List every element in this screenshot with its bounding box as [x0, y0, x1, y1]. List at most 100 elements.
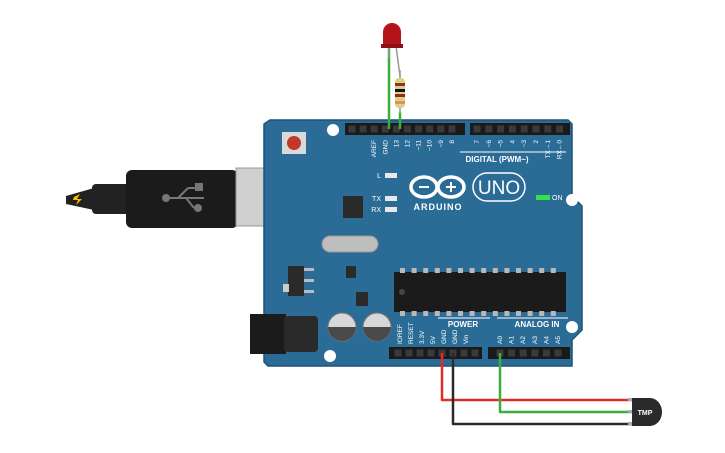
- resistor-band: [395, 101, 405, 104]
- pin-socket[interactable]: [532, 125, 540, 133]
- atmega-chip: [394, 272, 566, 312]
- chip-leg: [469, 311, 475, 316]
- wire-a0-to-sensor[interactable]: [498, 353, 633, 414]
- led-rx: [385, 207, 397, 212]
- wire-5v-to-sensor[interactable]: [440, 353, 633, 402]
- pin-socket[interactable]: [497, 125, 505, 133]
- led-l: [385, 173, 397, 178]
- pin-socket[interactable]: [415, 125, 423, 133]
- pin-label: A1: [509, 336, 516, 344]
- chip-leg: [550, 268, 556, 273]
- chip-leg: [504, 268, 510, 273]
- pin-label: 2: [533, 140, 540, 144]
- pin-socket[interactable]: [426, 125, 434, 133]
- crystal-oscillator: [321, 235, 379, 253]
- chip-leg: [527, 268, 533, 273]
- pin-socket[interactable]: [427, 349, 435, 357]
- chip-leg: [504, 311, 510, 316]
- pin-label: RX←0: [557, 140, 564, 160]
- mount-hole: [566, 194, 578, 206]
- chip-leg: [411, 268, 417, 273]
- chip-leg: [446, 311, 452, 316]
- pin-label: RESET: [408, 322, 415, 344]
- pin-label: TX→1: [545, 140, 552, 159]
- pin-socket[interactable]: [370, 125, 378, 133]
- pin-label: Vin: [463, 334, 470, 344]
- pin-label: A5: [555, 336, 562, 344]
- pin-socket[interactable]: [544, 125, 552, 133]
- chip-leg: [423, 311, 429, 316]
- led-tx: [385, 196, 397, 201]
- wire-gnd-to-sensor[interactable]: [451, 353, 633, 426]
- pin-socket[interactable]: [473, 125, 481, 133]
- pin-label: ~3: [521, 140, 528, 148]
- sensor-leg: [628, 422, 634, 425]
- analog-header-label: ANALOG IN: [515, 320, 560, 329]
- pin-socket[interactable]: [554, 349, 562, 357]
- pin-socket[interactable]: [556, 125, 564, 133]
- chip-leg: [481, 268, 487, 273]
- led-rim: [381, 44, 403, 48]
- pin-label: ~6: [486, 140, 493, 148]
- power-header-label: POWER: [448, 320, 478, 329]
- pin-socket[interactable]: [348, 125, 356, 133]
- pin-socket[interactable]: [519, 349, 527, 357]
- pin-socket[interactable]: [381, 125, 389, 133]
- smd-component: [283, 284, 289, 292]
- chip-leg: [481, 311, 487, 316]
- chip-leg: [423, 268, 429, 273]
- model-text: UNO: [478, 178, 520, 199]
- power-jack-barrel: [284, 316, 318, 352]
- pin-socket[interactable]: [471, 349, 479, 357]
- on-led: [536, 195, 550, 200]
- capacitor: [362, 312, 392, 342]
- red-led[interactable]: [381, 23, 403, 77]
- on-label: ON: [552, 195, 563, 202]
- pin-socket[interactable]: [485, 125, 493, 133]
- pin-label: GND: [452, 329, 459, 344]
- reset-button-cap[interactable]: [287, 136, 301, 150]
- pin-socket[interactable]: [448, 125, 456, 133]
- led-rx-label: RX: [371, 207, 381, 214]
- resistor-band: [395, 89, 405, 92]
- pin-socket[interactable]: [520, 125, 528, 133]
- pin-label: 3.3V: [419, 330, 426, 344]
- lightning-icon: [73, 194, 82, 205]
- pin-socket[interactable]: [460, 349, 468, 357]
- resistor[interactable]: [395, 70, 405, 114]
- voltage-regulator: [288, 266, 304, 296]
- digital-header-label: DIGITAL (PWM~): [465, 155, 528, 164]
- pin-socket[interactable]: [392, 125, 400, 133]
- tmp-sensor[interactable]: TMP: [628, 398, 662, 426]
- pin-socket[interactable]: [359, 125, 367, 133]
- chip-leg: [492, 268, 498, 273]
- pin-socket[interactable]: [542, 349, 550, 357]
- pin-label: A4: [543, 336, 550, 344]
- pin-socket[interactable]: [508, 125, 516, 133]
- wires[interactable]: [387, 48, 633, 426]
- chip-leg: [458, 268, 463, 273]
- pin-socket[interactable]: [508, 349, 516, 357]
- sensor-label: TMP: [638, 410, 653, 417]
- pin-socket[interactable]: [405, 349, 413, 357]
- pin-socket[interactable]: [404, 125, 411, 133]
- pin-socket[interactable]: [394, 349, 402, 357]
- pin-socket[interactable]: [437, 125, 445, 133]
- pin-label: GND: [441, 329, 448, 344]
- pin-label: AREF: [371, 140, 378, 157]
- usb-trident-icon: [162, 183, 204, 212]
- sensor-body: [632, 398, 662, 426]
- resistor-band: [395, 94, 405, 97]
- pin-label: 13: [393, 140, 400, 148]
- pin-label: ~5: [498, 140, 505, 148]
- pin-label: IOREF: [397, 324, 404, 344]
- power-jack[interactable]: [250, 314, 286, 354]
- pin-socket[interactable]: [416, 349, 424, 357]
- chip-leg: [400, 268, 405, 273]
- chip-leg: [550, 311, 556, 316]
- pin-socket[interactable]: [531, 349, 539, 357]
- usb-strain-relief: [92, 184, 130, 214]
